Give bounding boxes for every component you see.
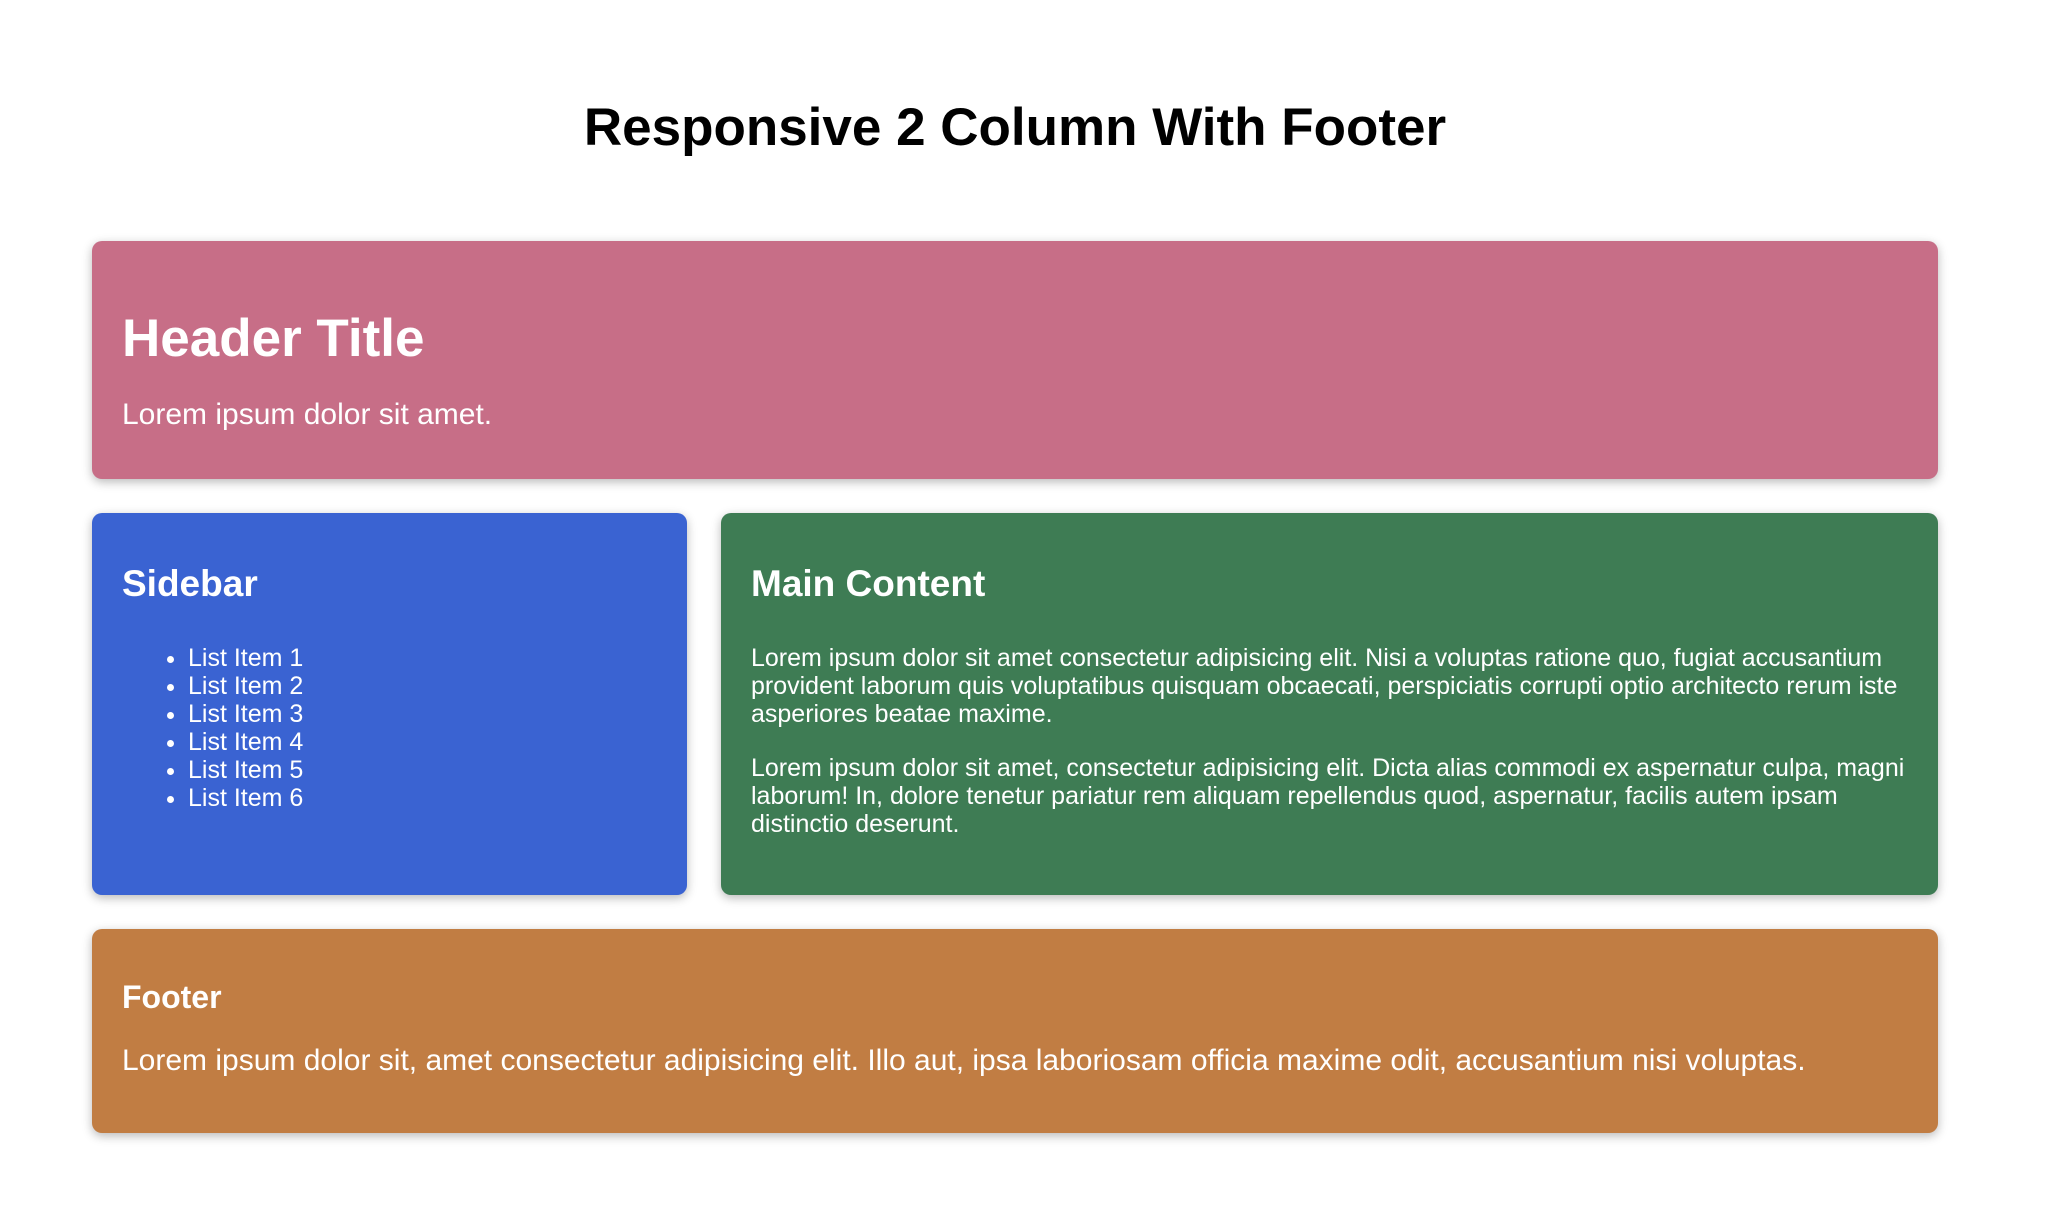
header-title: Header Title	[122, 308, 425, 368]
page-container: Responsive 2 Column With Footer Header T…	[92, 0, 1938, 1133]
main-paragraph-1: Lorem ipsum dolor sit amet consectetur a…	[751, 643, 1898, 728]
sidebar-list: List Item 1 List Item 2 List Item 3 List…	[122, 644, 657, 812]
sidebar-section: Sidebar List Item 1 List Item 2 List Ite…	[92, 512, 687, 895]
list-item: List Item 5	[188, 756, 657, 784]
list-item: List Item 4	[188, 728, 657, 756]
footer-section: Footer Lorem ipsum dolor sit, amet conse…	[92, 928, 1938, 1133]
list-item: List Item 6	[188, 784, 657, 812]
list-item: List Item 1	[188, 644, 657, 672]
sidebar-title: Sidebar	[122, 562, 258, 604]
main-paragraph-2: Lorem ipsum dolor sit amet, consectetur …	[751, 753, 1905, 838]
page-title: Responsive 2 Column With Footer	[583, 98, 1447, 157]
main-content-title: Main Content	[751, 562, 986, 604]
footer-text: Lorem ipsum dolor sit, amet consectetur …	[122, 1043, 1806, 1077]
list-item: List Item 2	[188, 672, 657, 700]
footer-title: Footer	[122, 978, 222, 1015]
two-column-row: Sidebar List Item 1 List Item 2 List Ite…	[92, 512, 1938, 895]
list-item: List Item 3	[188, 700, 657, 728]
header-section: Header Title Lorem ipsum dolor sit amet.	[92, 240, 1938, 479]
main-content-section: Main Content Lorem ipsum dolor sit amet …	[721, 512, 1938, 895]
header-text: Lorem ipsum dolor sit amet.	[122, 397, 493, 431]
